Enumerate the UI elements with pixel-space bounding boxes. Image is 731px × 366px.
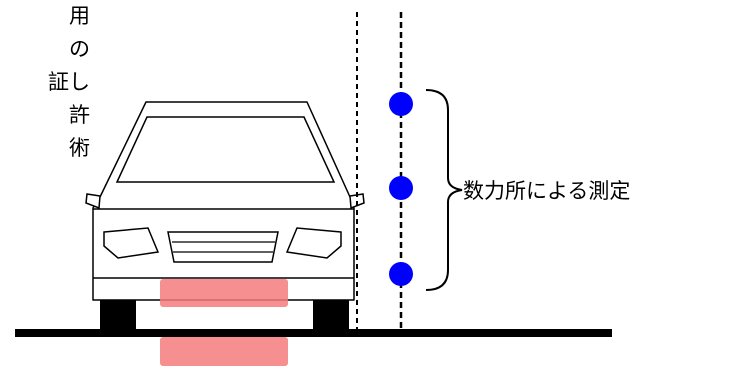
left-text-line: 証し <box>48 70 90 94</box>
measurement-point <box>389 92 413 116</box>
car <box>85 101 365 329</box>
left-text-line: 術 <box>69 136 90 160</box>
left-text-block: 用 の 証し 許 術 <box>0 0 90 165</box>
left-text-line: の <box>69 37 90 61</box>
car-headlight-right <box>285 227 342 259</box>
car-mirror-left <box>85 193 101 210</box>
car-headlight-left <box>103 227 160 259</box>
sensor-zone-upper <box>160 279 288 307</box>
left-text-line: 許 <box>69 103 90 127</box>
measurement-label: 数力所による測定 <box>463 179 630 203</box>
car-grille <box>167 231 279 263</box>
left-text-line: 用 <box>69 4 90 28</box>
measurement-point <box>389 176 413 200</box>
sensor-zone-lower <box>160 337 288 366</box>
measurement-point <box>389 262 413 286</box>
measurement-bracket <box>425 89 463 291</box>
car-windshield <box>115 116 336 183</box>
